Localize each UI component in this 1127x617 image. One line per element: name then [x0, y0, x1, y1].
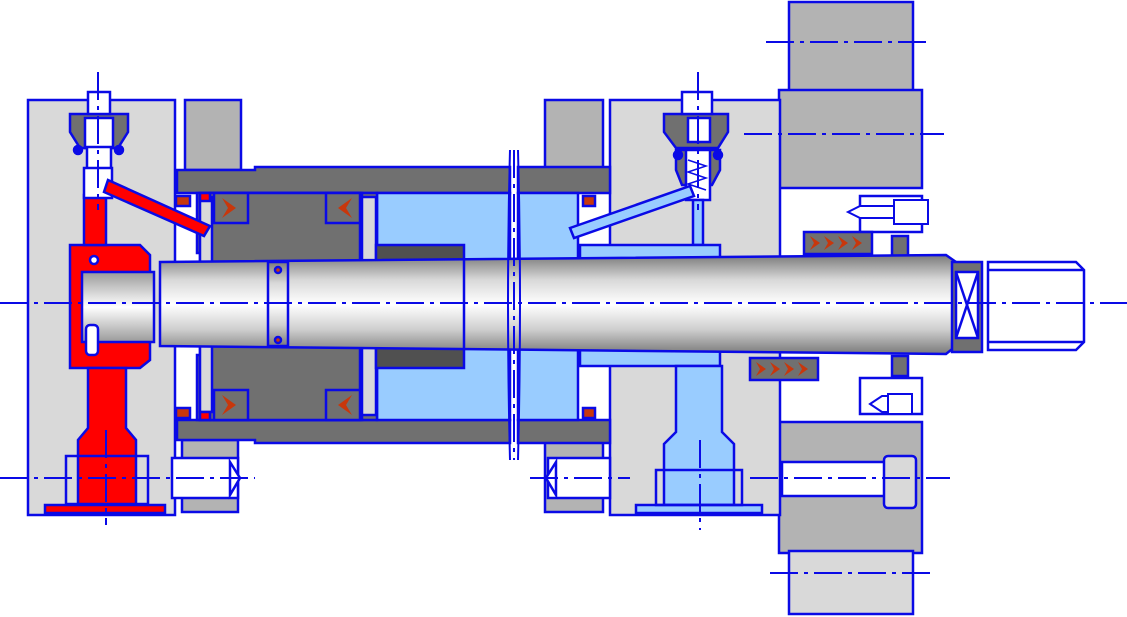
piston-rod [158, 253, 958, 356]
mounting-bracket [777, 0, 924, 616]
set-screws [845, 199, 929, 415]
centerlines [0, 41, 1127, 574]
rod-end-thread [950, 260, 1086, 354]
rod-seals [212, 191, 910, 422]
